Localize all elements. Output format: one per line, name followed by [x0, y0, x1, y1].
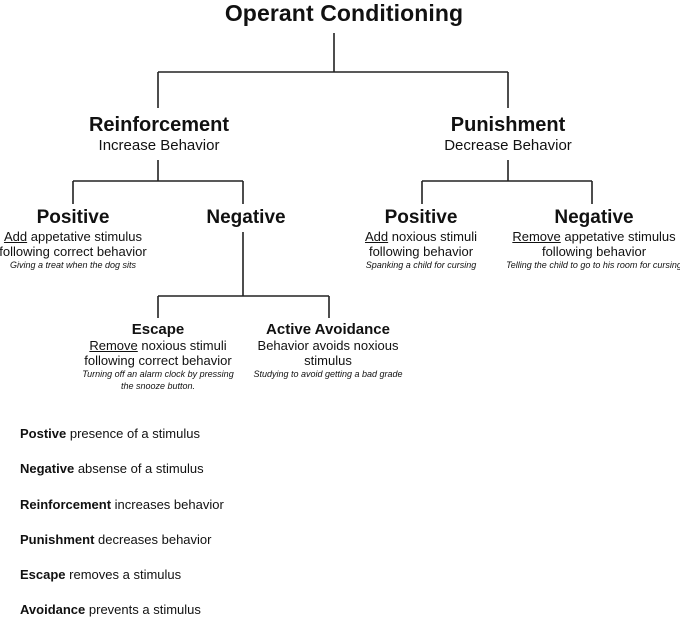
- negative-reinforcement-heading: Negative: [206, 207, 286, 228]
- legend-term: Negative: [20, 461, 75, 476]
- escape-verb: Remove: [89, 338, 138, 353]
- positive-reinforcement-example: Giving a treat when the dog sits: [9, 260, 137, 270]
- legend-definition: absense of a stimulus: [77, 461, 204, 476]
- legend-item: Escape removes a stimulus: [20, 567, 181, 582]
- legend-item: Punishment decreases behavior: [20, 532, 212, 547]
- escape-example-line2: the snooze button.: [120, 381, 196, 391]
- escape-example-line1: Turning off an alarm clock by pressing: [82, 369, 234, 379]
- legend-item: Reinforcement increases behavior: [20, 497, 224, 512]
- negative-punishment-line1: appetative stimulus: [564, 229, 676, 244]
- negative-punishment-heading: Negative: [554, 207, 634, 228]
- positive-reinforcement-line1: appetative stimulus: [30, 229, 143, 244]
- punishment-heading: Punishment: [450, 114, 566, 136]
- legend-definition: removes a stimulus: [69, 567, 182, 582]
- legend-term: Punishment: [20, 532, 95, 547]
- positive-reinforcement-verb: Add: [3, 229, 28, 244]
- negative-punishment-verb: Remove: [512, 229, 561, 244]
- positive-punishment-heading: Positive: [384, 207, 458, 228]
- positive-punishment-verb: Add: [364, 229, 389, 244]
- negative-punishment-line2: following behavior: [541, 244, 647, 259]
- legend-item: Negative absense of a stimulus: [20, 461, 204, 476]
- legend-definition: increases behavior: [114, 497, 224, 512]
- avoidance-line1: Behavior avoids noxious: [257, 338, 399, 353]
- positive-reinforcement-line2: following correct behavior: [0, 244, 147, 259]
- diagram-title: Operant Conditioning: [224, 0, 464, 26]
- escape-node: Escape Remove noxious stimuli following …: [82, 321, 233, 392]
- positive-punishment-line1: noxious stimuli: [391, 229, 478, 244]
- legend-term: Reinforcement: [20, 497, 112, 512]
- punishment-subtitle: Decrease Behavior: [444, 137, 572, 154]
- escape-line1: noxious stimuli: [141, 338, 227, 353]
- positive-reinforcement-node: Positive Add appetative stimulus followi…: [0, 207, 147, 271]
- reinforcement-heading: Reinforcement: [88, 114, 230, 136]
- negative-punishment-node: Negative Remove appetative stimulus foll…: [506, 207, 680, 271]
- legend-item: Postive presence of a stimulus: [20, 426, 200, 441]
- legend-item: Avoidance prevents a stimulus: [20, 602, 201, 617]
- escape-line2: following correct behavior: [84, 353, 232, 368]
- positive-punishment-node: Positive Add noxious stimuli following b…: [365, 207, 477, 271]
- legend-definition: presence of a stimulus: [69, 426, 200, 441]
- positive-punishment-line2: following behavior: [368, 244, 474, 259]
- avoidance-heading: Active Avoidance: [266, 321, 390, 338]
- reinforcement-subtitle: Increase Behavior: [98, 137, 220, 154]
- negative-punishment-example: Telling the child to go to his room for …: [506, 260, 680, 270]
- escape-heading: Escape: [131, 321, 185, 338]
- positive-punishment-example: Spanking a child for cursing: [365, 260, 477, 270]
- legend-term: Escape: [20, 567, 66, 582]
- legend-term: Avoidance: [20, 602, 86, 617]
- legend-definition: prevents a stimulus: [88, 602, 201, 617]
- positive-reinforcement-heading: Positive: [36, 207, 110, 228]
- avoidance-line2: stimulus: [304, 353, 352, 368]
- legend-definition: decreases behavior: [98, 532, 212, 547]
- avoidance-node: Active Avoidance Behavior avoids noxious…: [253, 321, 402, 380]
- legend-term: Postive: [20, 426, 67, 441]
- avoidance-example: Studying to avoid getting a bad grade: [253, 369, 403, 379]
